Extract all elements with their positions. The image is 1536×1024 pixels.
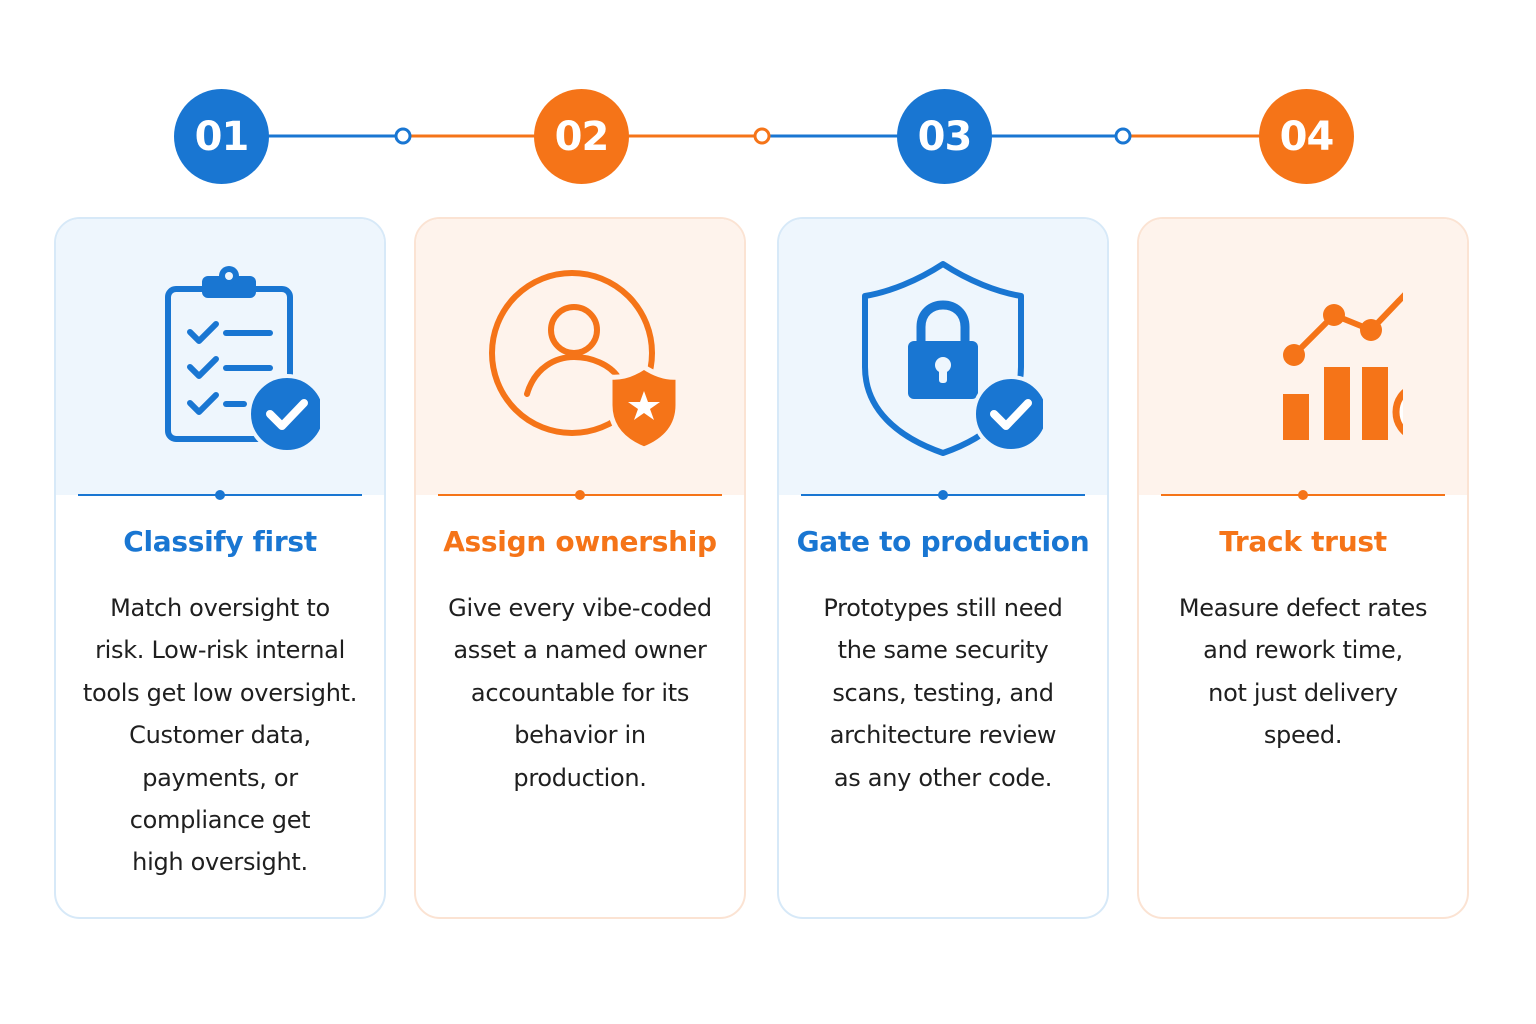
step-title: Classify first bbox=[123, 525, 317, 558]
step-badge-4: 04 bbox=[1259, 89, 1354, 184]
step-card-ownership: Assign ownership Give every vibe-coded a… bbox=[414, 217, 746, 919]
timeline-node bbox=[753, 127, 771, 145]
card-divider-dot bbox=[215, 490, 225, 500]
step-badge-2: 02 bbox=[534, 89, 629, 184]
shield-lock-check-icon bbox=[862, 261, 1043, 456]
step-description: Prototypes still need the same security … bbox=[823, 594, 1063, 792]
step-description: Match oversight to risk. Low-risk intern… bbox=[82, 594, 358, 877]
step-title: Assign ownership bbox=[443, 525, 717, 558]
step-badge-3: 03 bbox=[897, 89, 992, 184]
chart-magnifier-icon bbox=[1283, 292, 1403, 440]
card-divider-dot bbox=[575, 490, 585, 500]
step-title: Gate to production bbox=[796, 525, 1090, 558]
step-card-gate: Gate to production Prototypes still need… bbox=[777, 217, 1109, 919]
timeline-node bbox=[394, 127, 412, 145]
step-badge-1: 01 bbox=[174, 89, 269, 184]
step-title: Track trust bbox=[1219, 525, 1387, 558]
card-header bbox=[56, 219, 384, 495]
step-card-classify: Classify first Match oversight to risk. … bbox=[54, 217, 386, 919]
card-divider-dot bbox=[1298, 490, 1308, 500]
timeline-node bbox=[1114, 127, 1132, 145]
step-card-trust: Track trust Measure defect rates and rew… bbox=[1137, 217, 1469, 919]
card-divider-dot bbox=[938, 490, 948, 500]
step-description: Give every vibe-coded asset a named owne… bbox=[448, 594, 712, 792]
step-description: Measure defect rates and rework time, no… bbox=[1178, 594, 1428, 750]
user-shield-star-icon bbox=[489, 270, 680, 452]
clipboard-check-icon bbox=[165, 266, 320, 454]
